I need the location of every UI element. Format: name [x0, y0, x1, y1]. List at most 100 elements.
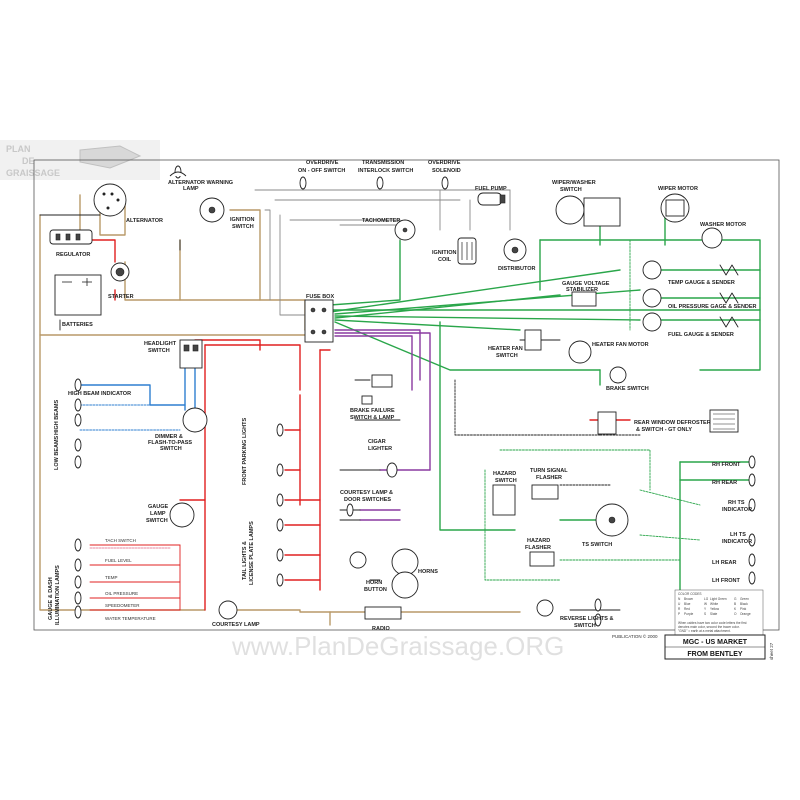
label-horns: HORNS — [418, 569, 438, 575]
label-dimmer1: DIMMER & — [155, 434, 183, 440]
legend-cell: Orange — [740, 612, 751, 616]
reverse-lights-switch: REVERSE LIGHTS & SWITCH — [536, 598, 614, 629]
label-lh-ts2: INDICATOR — [722, 539, 752, 545]
label-brake-switch: BRAKE SWITCH — [606, 386, 649, 392]
legend-cell: Light Green — [710, 597, 727, 601]
label-lh-front: LH FRONT — [712, 578, 740, 584]
label-fuel-level: FUEL LEVEL — [105, 558, 132, 563]
label-turn-flasher2: FLASHER — [536, 475, 562, 481]
label-wiper-motor: WIPER MOTOR — [658, 186, 698, 192]
label-gauge-voltage2: STABILIZER — [566, 287, 598, 293]
title-line2: FROM BENTLEY — [687, 651, 743, 658]
label-fuse-box: FUSE BOX — [306, 294, 334, 300]
label-alternator-warning-lamp: ALTERNATOR WARNING — [168, 180, 233, 186]
gauge-illum-wires — [89, 544, 181, 611]
lh-rear-lamp: LH REAR — [712, 553, 756, 567]
oil-pressure-gauge-sender: OIL PRESSURE GAGE & SENDER — [642, 288, 757, 310]
label-tail-lights1: TAIL LIGHTS & — [242, 541, 248, 580]
label-radio: RADIO — [372, 626, 390, 632]
legend-cell: White — [710, 602, 718, 606]
label-transmission1: TRANSMISSION — [362, 160, 404, 166]
label-wiper-switch2: SWITCH — [560, 187, 582, 193]
label-overdrive-switch2: ON - OFF SWITCH — [298, 168, 345, 174]
label-oil-gauge: OIL PRESSURE GAGE & SENDER — [668, 304, 757, 310]
radio: RADIO — [364, 606, 402, 632]
hazard-switch[interactable]: HAZARD SWITCH — [492, 471, 517, 516]
label-alternator-warning-lamp2: LAMP — [183, 186, 199, 192]
green-dashed-wires — [484, 239, 701, 581]
label-batteries: BATTERIES — [62, 322, 93, 328]
label-gauge-lamp2: LAMP — [150, 511, 166, 517]
label-water-temp: WATER TEMPERATURE — [105, 616, 156, 621]
legend-note1: When cables have two color code letters … — [678, 621, 747, 625]
label-gauge-illum2: ILLUMINATION LAMPS — [55, 565, 61, 625]
label-ignition-coil1: IGNITION — [432, 250, 456, 256]
title-line1: MGC - US MARKET — [683, 639, 748, 646]
rear-window-defroster[interactable]: REAR WINDOW DEFROSTER & SWITCH - GT ONLY — [597, 409, 739, 435]
label-ignition-switch1: IGNITION — [230, 217, 254, 223]
label-ignition-switch2: SWITCH — [232, 224, 254, 230]
fuel-pump: FUEL PUMP — [475, 186, 507, 206]
label-speedometer: SPEEDOMETER — [105, 603, 140, 608]
label-courtesy-door1: COURTESY LAMP & — [340, 490, 393, 496]
legend-cell: O — [734, 612, 737, 616]
ignition-coil: IGNITION COIL — [432, 237, 477, 265]
overdrive-switch[interactable]: OVERDRIVE ON - OFF SWITCH — [298, 160, 345, 190]
label-gauge-illum1: GAUGE & DASH — [48, 577, 54, 620]
label-brake-failure1: BRAKE FAILURE — [350, 408, 395, 414]
label-distributor: DISTRIBUTOR — [498, 266, 536, 272]
label-front-parking: FRONT PARKING LIGHTS — [242, 418, 248, 485]
label-horn-button2: BUTTON — [364, 587, 387, 593]
tachometer: TACHOMETER — [362, 218, 416, 241]
label-reverse2: SWITCH — [574, 623, 596, 629]
wiper-washer-switch[interactable]: WIPER/WASHER SWITCH — [552, 180, 621, 227]
label-turn-flasher1: TURN SIGNAL — [530, 468, 568, 474]
legend-note3: "GND" = earth at a metal attachment. — [678, 629, 731, 633]
legend-cell: N — [678, 597, 681, 601]
legend-cell: Purple — [684, 612, 693, 616]
rh-rear-lamp: RH REAR — [712, 473, 756, 487]
label-fuel-pump: FUEL PUMP — [475, 186, 507, 192]
label-ts-switch: TS SWITCH — [582, 542, 612, 548]
fuel-gauge-sender: FUEL GAUGE & SENDER — [642, 312, 739, 338]
horn-button[interactable]: HORN BUTTON — [349, 551, 387, 593]
legend-cell: Blue — [684, 602, 691, 606]
legend-cell: W — [704, 602, 707, 606]
transmission-interlock-switch: TRANSMISSION INTERLOCK SWITCH — [358, 160, 413, 190]
label-gauge-lamp1: GAUGE — [148, 504, 169, 510]
label-fuel-gauge: FUEL GAUGE & SENDER — [668, 332, 734, 338]
ignition-switch[interactable]: IGNITION SWITCH — [199, 197, 254, 230]
low-beam-lamps: LOW BEAMS — [54, 435, 82, 470]
label-tail-lights2: LICENSE PLATE LAMPS — [249, 521, 255, 585]
label-temp-gauge: TEMP GAUGE & SENDER — [668, 280, 735, 286]
legend-cell: K — [734, 607, 737, 611]
high-beam-indicator: HIGH BEAM INDICATOR — [68, 378, 131, 397]
title-block: MGC - US MARKET FROM BENTLEY sheet 27 — [664, 634, 774, 660]
label-hazard-switch1: HAZARD — [493, 471, 516, 477]
lh-front-lamp: LH FRONT — [712, 571, 756, 585]
dimmer-switch[interactable]: DIMMER & FLASH-TO-PASS SWITCH — [148, 407, 208, 452]
sheet-number: sheet 27 — [769, 642, 774, 660]
courtesy-lamp: COURTESY LAMP — [212, 600, 260, 628]
label-gauge-lamp3: SWITCH — [146, 518, 168, 524]
gauge-lamp-switch[interactable]: GAUGE LAMP SWITCH — [146, 502, 195, 528]
label-horn-button1: HORN — [366, 580, 382, 586]
label-reverse1: REVERSE LIGHTS & — [560, 616, 614, 622]
alternator-warning-lamp: ALTERNATOR WARNING LAMP — [168, 165, 233, 192]
label-gauge-voltage1: GAUGE VOLTAGE — [562, 281, 610, 287]
heater-fan-switch[interactable]: HEATER FAN SWITCH — [488, 329, 542, 359]
headlight-switch[interactable]: HEADLIGHT SWITCH — [144, 339, 203, 369]
label-overdrive-solenoid2: SOLENOID — [432, 168, 461, 174]
label-heater-fan-motor: HEATER FAN MOTOR — [592, 342, 649, 348]
label-headlight-switch1: HEADLIGHT — [144, 341, 177, 347]
watermark-logo-line3: GRAISSAGE — [6, 168, 60, 178]
label-rear-defroster2: & SWITCH - GT ONLY — [636, 427, 692, 433]
tail-license-lamps: TAIL LIGHTS & LICENSE PLATE LAMPS — [242, 493, 284, 587]
label-overdrive-solenoid1: OVERDRIVE — [428, 160, 461, 166]
legend-cell: LG — [704, 597, 709, 601]
ts-switch[interactable]: TS SWITCH — [582, 503, 629, 548]
watermark-bottom: www.PlanDeGraissage.ORG — [231, 631, 564, 661]
label-regulator: REGULATOR — [56, 252, 90, 258]
blue-wires — [79, 364, 196, 411]
